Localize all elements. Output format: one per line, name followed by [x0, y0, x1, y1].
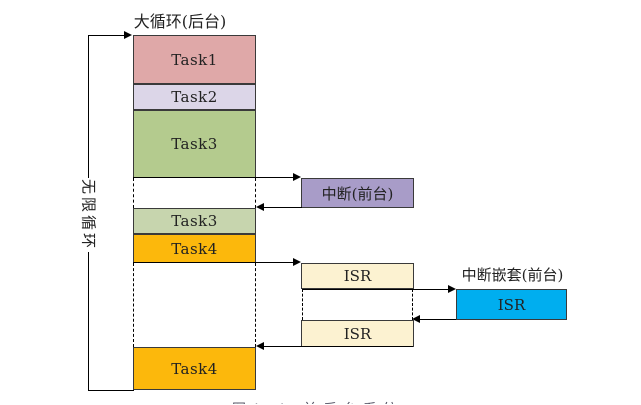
- background-loop-title: 大循环(后台): [133, 12, 227, 31]
- task4-repeat-block: Task4: [133, 347, 256, 390]
- isr-gap-right-dashed-line: [412, 289, 413, 320]
- interrupt-call-line: [133, 177, 297, 178]
- task2-label: Task2: [171, 88, 218, 106]
- task4-repeat-label: Task4: [171, 359, 218, 378]
- isr-box-2: ISR: [301, 320, 414, 347]
- task1-block: Task1: [133, 35, 256, 84]
- figure-caption-fragment: 图1-1 前后台系统: [232, 399, 442, 404]
- isr2-label: ISR: [343, 324, 372, 343]
- isr-return-line: [262, 346, 413, 347]
- gap2-left-dashed-line: [133, 263, 134, 347]
- isr-return-arrowhead-icon: [256, 342, 264, 350]
- interrupt-box: 中断(前台): [301, 178, 414, 208]
- gap2-right-dashed-line: [255, 263, 256, 347]
- task3-block: Task3: [133, 110, 256, 178]
- task4-label: Task4: [171, 239, 218, 258]
- nested-return-arrowhead-icon: [412, 315, 420, 323]
- isr-gap-left-dashed-line: [302, 289, 303, 320]
- task4-block: Task4: [133, 234, 256, 263]
- loop-bottom-line: [88, 390, 134, 391]
- nested-isr-label: ISR: [497, 295, 526, 314]
- nested-call-arrowhead-icon: [448, 285, 456, 293]
- nested-isr-box: ISR: [456, 289, 567, 320]
- interrupt-return-arrowhead-icon: [256, 203, 264, 211]
- interrupt-call-arrowhead-icon: [293, 173, 301, 181]
- nested-call-line: [302, 289, 450, 290]
- gap1-right-dashed-line: [255, 178, 256, 208]
- isr1-label: ISR: [343, 267, 372, 285]
- task3-repeat-block: Task3: [133, 208, 256, 234]
- task2-block: Task2: [133, 84, 256, 110]
- isr-call-arrowhead-icon: [293, 258, 301, 266]
- infinite-loop-label: 无限循环: [75, 177, 103, 253]
- task1-label: Task1: [171, 50, 218, 69]
- nested-return-line: [418, 319, 456, 320]
- gap1-left-dashed-line: [133, 178, 134, 208]
- loop-top-line: [88, 35, 126, 36]
- task3-repeat-label: Task3: [171, 212, 218, 230]
- isr-box-1: ISR: [301, 263, 414, 289]
- task3-label: Task3: [171, 135, 218, 153]
- interrupt-return-line: [262, 207, 302, 208]
- interrupt-label: 中断(前台): [321, 184, 394, 203]
- nested-interrupt-title: 中断嵌套(前台): [461, 266, 564, 284]
- isr-call-line: [133, 262, 297, 263]
- loop-arrowhead-icon: [124, 31, 132, 39]
